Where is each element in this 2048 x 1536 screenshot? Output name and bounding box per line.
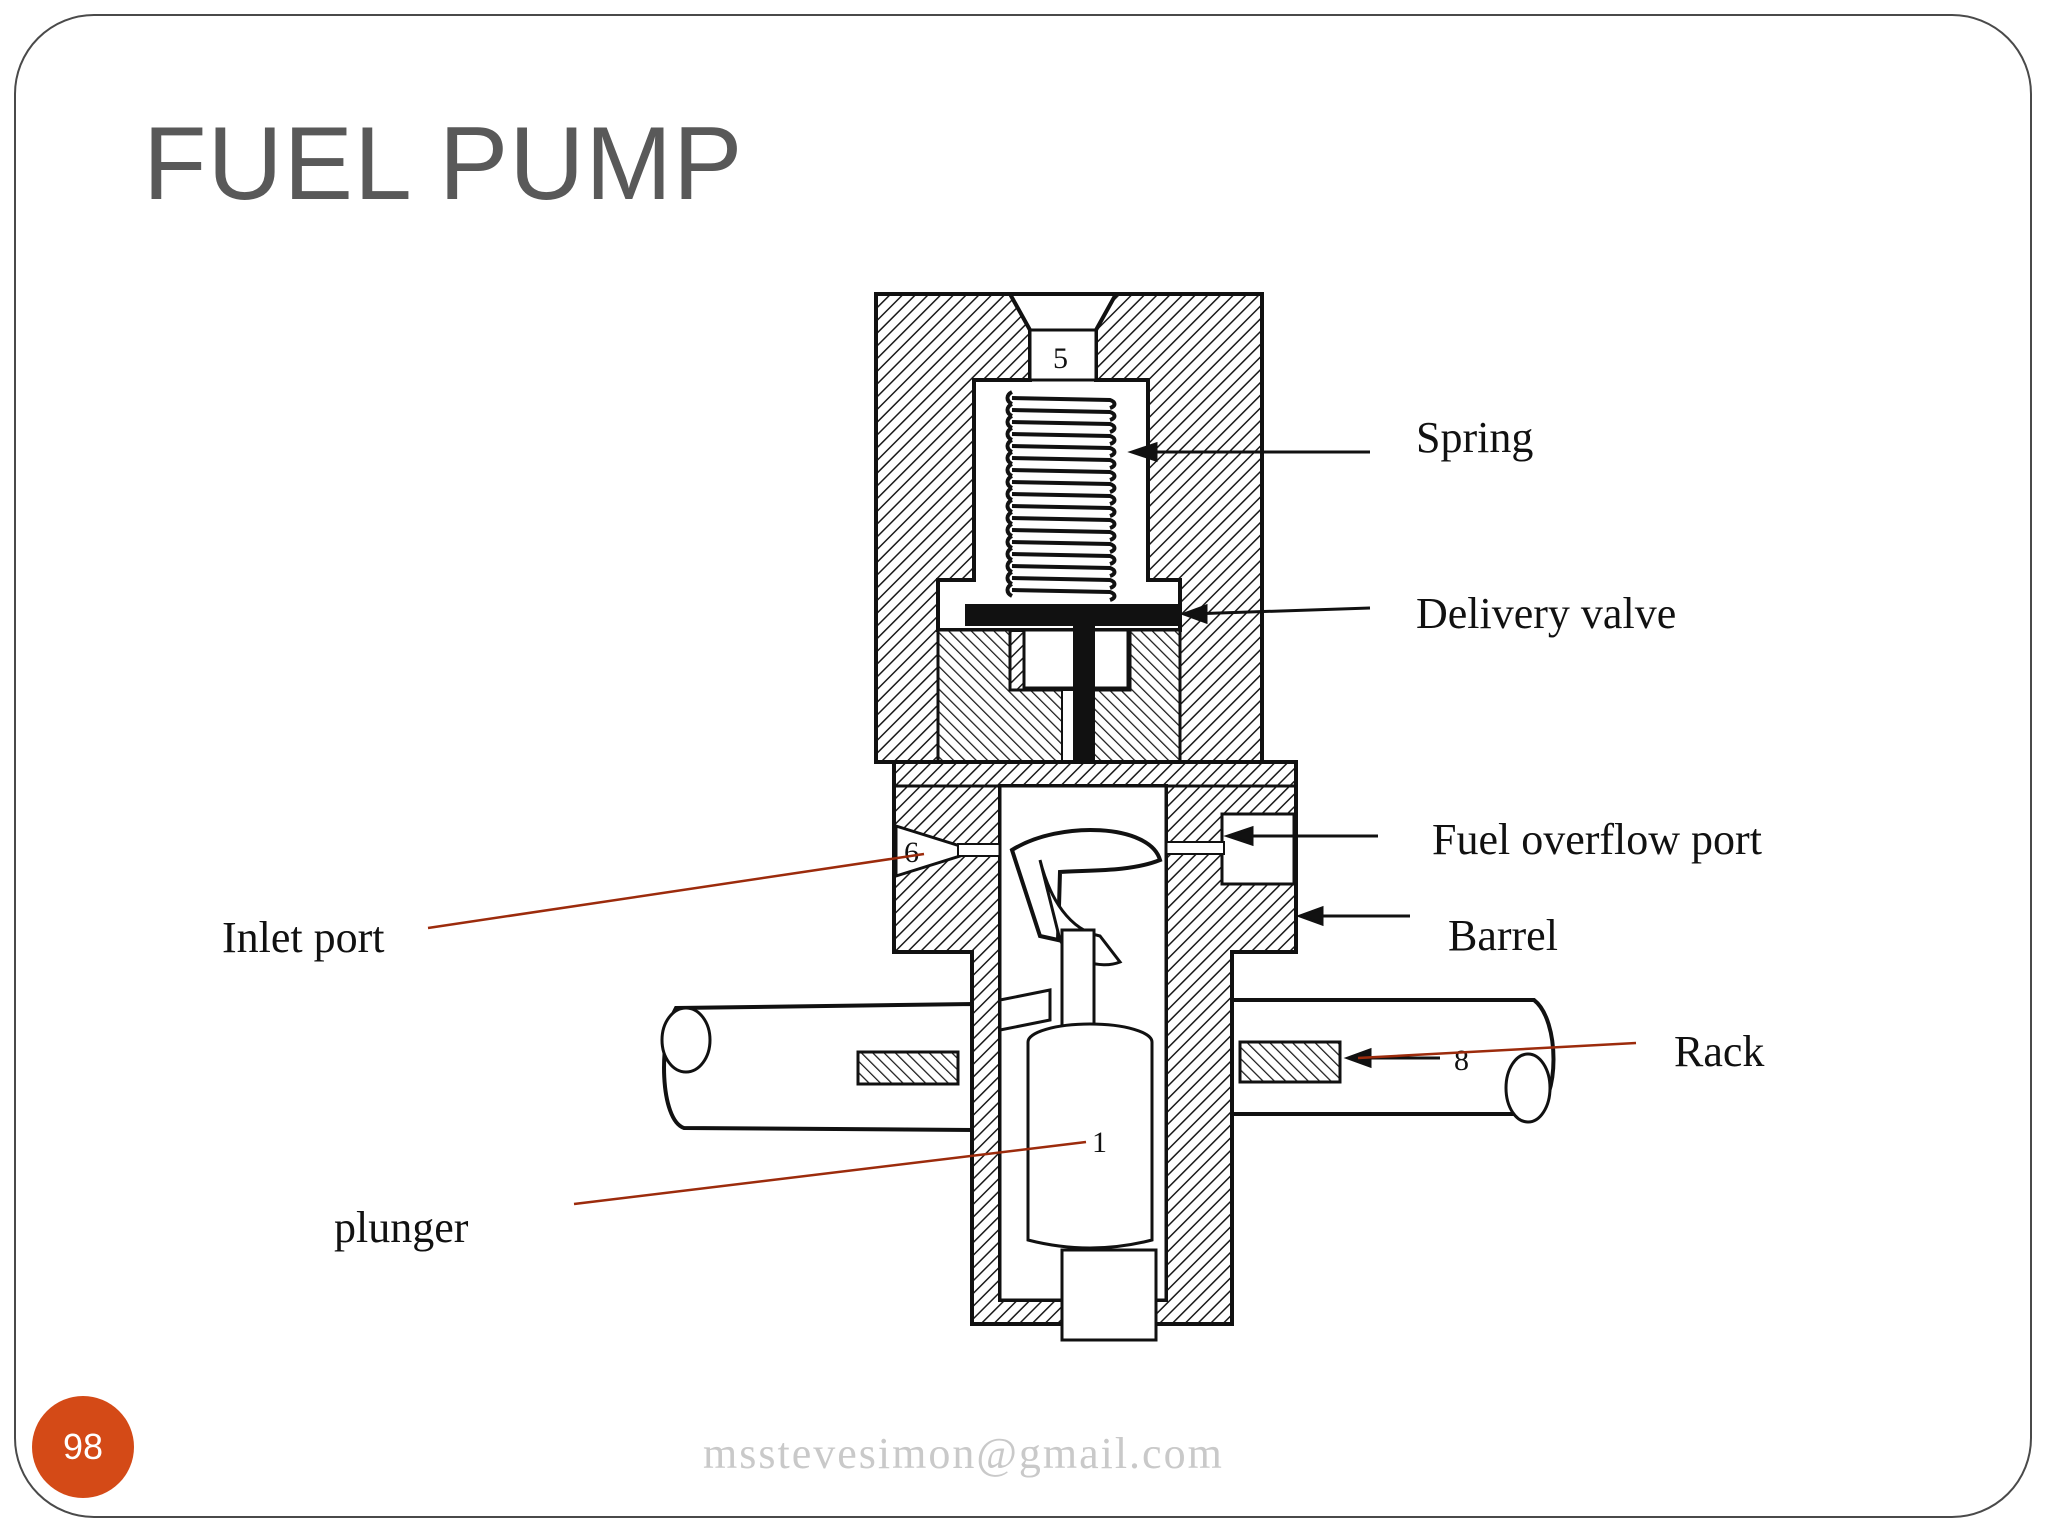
label-rack: Rack xyxy=(1674,1027,1765,1076)
label-barrel: Barrel xyxy=(1448,911,1558,960)
leader-arrows xyxy=(1127,441,1440,1069)
footer-email: mssteve­simon@gmail.com xyxy=(703,1429,1224,1478)
slide-title: FUEL PUMP xyxy=(143,106,744,222)
delivery-valve xyxy=(965,604,1180,792)
label-delivery-valve: Delivery valve xyxy=(1416,589,1677,638)
part-number-1: 1 xyxy=(1092,1126,1107,1159)
red-leader-lines xyxy=(427,852,1637,1206)
label-spring: Spring xyxy=(1416,413,1534,462)
rack xyxy=(1230,998,1556,1124)
plunger xyxy=(998,784,1168,1342)
spring xyxy=(1005,390,1117,602)
label-fuel-overflow-port: Fuel overflow port xyxy=(1432,815,1762,864)
label-plunger: plunger xyxy=(334,1203,469,1252)
part-number-8: 8 xyxy=(1454,1044,1469,1077)
label-inlet-port: Inlet port xyxy=(222,913,385,962)
part-number-5: 5 xyxy=(1053,342,1068,375)
control-rod xyxy=(660,1001,974,1133)
page-number-badge: 98 xyxy=(32,1396,134,1498)
part-number-6: 6 xyxy=(904,836,919,869)
